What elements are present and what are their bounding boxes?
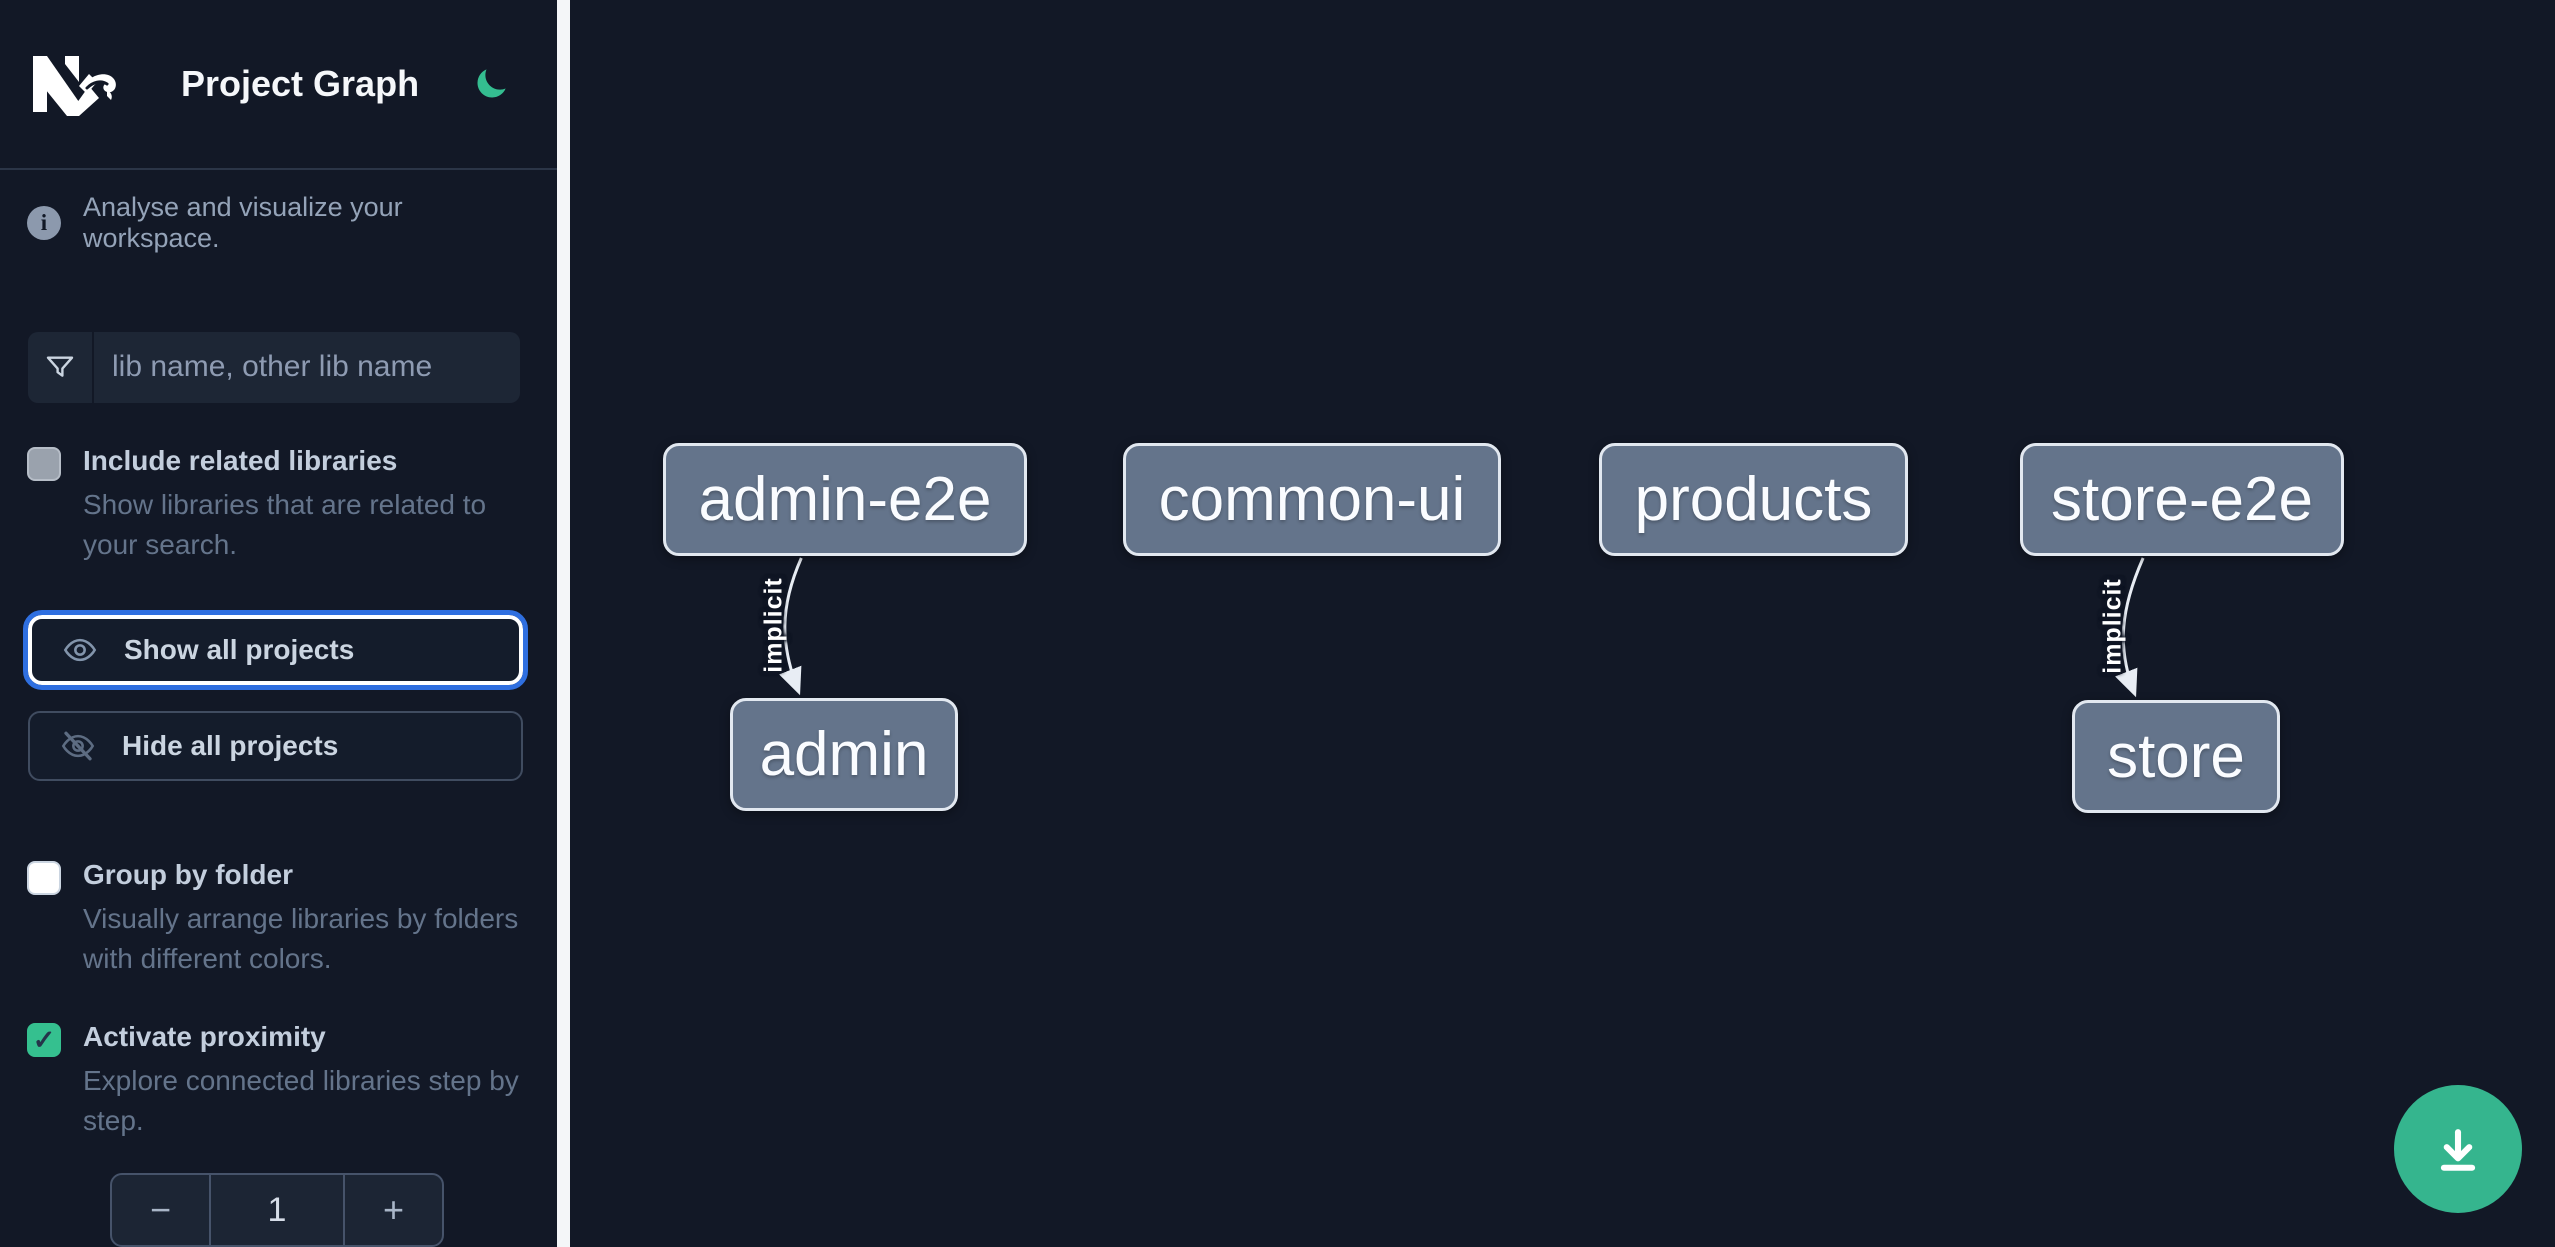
search-input[interactable] — [94, 332, 520, 403]
theme-toggle-button[interactable] — [469, 62, 513, 106]
group-by-folder-description: Visually arrange libraries by folders wi… — [83, 903, 519, 975]
proximity-value: 1 — [209, 1175, 345, 1245]
activate-proximity-label: Activate proximity — [83, 1021, 326, 1053]
graph-canvas[interactable]: admin-e2e common-ui products store-e2e admin… — [570, 0, 2555, 1247]
proximity-increment-button[interactable]: + — [345, 1175, 442, 1245]
group-by-folder-checkbox[interactable] — [27, 861, 61, 896]
filter-search-box — [28, 332, 520, 403]
include-related-checkbox[interactable] — [27, 446, 61, 481]
graph-edge-admin-e2e-admin[interactable] — [779, 557, 803, 696]
hide-all-projects-label: Hide all projects — [122, 730, 339, 762]
graph-node-products[interactable]: products — [1599, 443, 1908, 556]
proximity-stepper: − 1 + — [110, 1173, 444, 1247]
tagline-text: Analyse and visualize your workspace. — [83, 192, 403, 253]
include-related-description: Show libraries that are related to your … — [83, 488, 487, 560]
graph-node-store-e2e[interactable]: store-e2e — [2020, 443, 2344, 556]
download-icon — [2440, 1129, 2476, 1171]
group-by-folder-label: Group by folder — [83, 859, 293, 891]
graph-node-store[interactable]: store — [2072, 700, 2280, 813]
include-related-row: Include related libraries Show libraries… — [27, 443, 530, 565]
graph-edges — [779, 557, 2145, 698]
group-by-folder-row: Group by folder Visually arrange librari… — [27, 857, 530, 979]
hide-all-projects-button[interactable]: Hide all projects — [28, 711, 523, 782]
proximity-decrement-button[interactable]: − — [112, 1175, 209, 1245]
edge-label: implicit — [759, 576, 788, 673]
edge-label: implicit — [2098, 577, 2127, 674]
sidebar-resize-divider[interactable] — [557, 0, 570, 1247]
eye-icon — [63, 638, 97, 662]
funnel-filter-icon — [28, 332, 94, 403]
activate-proximity-description: Explore connected libraries step by step… — [83, 1065, 519, 1137]
show-all-projects-label: Show all projects — [124, 633, 355, 665]
sidebar-header: Project Graph — [0, 0, 557, 170]
eye-off-icon — [61, 731, 95, 761]
activate-proximity-checkbox[interactable] — [27, 1023, 61, 1058]
include-related-label: Include related libraries — [83, 444, 398, 476]
download-graph-button[interactable] — [2394, 1085, 2522, 1213]
moon-icon — [477, 69, 506, 98]
info-icon: i — [27, 206, 61, 240]
activate-proximity-row: Activate proximity Explore connected lib… — [27, 1019, 530, 1141]
show-all-projects-button[interactable]: Show all projects — [23, 609, 528, 691]
edges-group — [779, 557, 2145, 698]
graph-edge-store-e2e-store[interactable] — [2115, 557, 2145, 698]
page-title: Project Graph — [181, 63, 420, 104]
graph-node-admin[interactable]: admin — [730, 698, 958, 811]
graph-node-common-ui[interactable]: common-ui — [1123, 443, 1501, 556]
graph-node-admin-e2e[interactable]: admin-e2e — [663, 443, 1027, 556]
nx-logo-icon — [33, 56, 116, 116]
sidebar: Project Graph i Analyse and visualize yo… — [0, 0, 557, 1247]
workspace-tagline: i Analyse and visualize your workspace. — [27, 192, 530, 254]
